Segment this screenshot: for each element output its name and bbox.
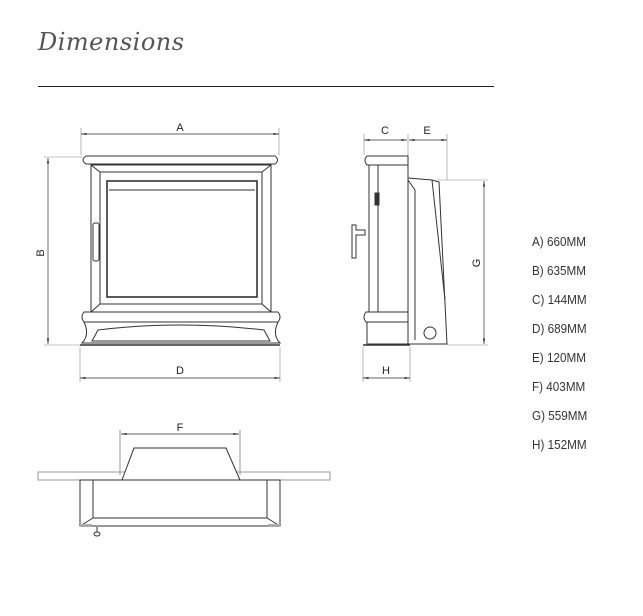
legend-item-d: D) 689MM — [532, 321, 587, 336]
legend-item-a: A) 660MM — [532, 234, 586, 249]
label-c: C — [381, 125, 389, 137]
legend-item-f: F) 403MM — [532, 379, 586, 394]
legend-item-h: H) 152MM — [532, 437, 587, 452]
legend-item-e: E) 120MM — [532, 350, 586, 365]
label-g: G — [471, 259, 483, 268]
dimension-legend: A) 660MM B) 635MM C) 144MM D) 689MM E) 1… — [532, 234, 593, 466]
legend-item-b: B) 635MM — [532, 263, 586, 278]
top-view — [37, 430, 331, 537]
legend-item-c: C) 144MM — [532, 292, 587, 307]
label-a: A — [176, 122, 184, 134]
label-b: B — [35, 249, 47, 256]
side-view — [351, 134, 488, 382]
label-f: F — [177, 422, 184, 434]
legend-item-g: G) 559MM — [532, 408, 588, 423]
page-title: Dimensions — [38, 28, 185, 56]
label-h: H — [382, 365, 390, 377]
label-d: D — [176, 365, 184, 377]
label-e: E — [423, 125, 430, 137]
front-view — [44, 128, 282, 382]
title-divider — [38, 86, 494, 87]
